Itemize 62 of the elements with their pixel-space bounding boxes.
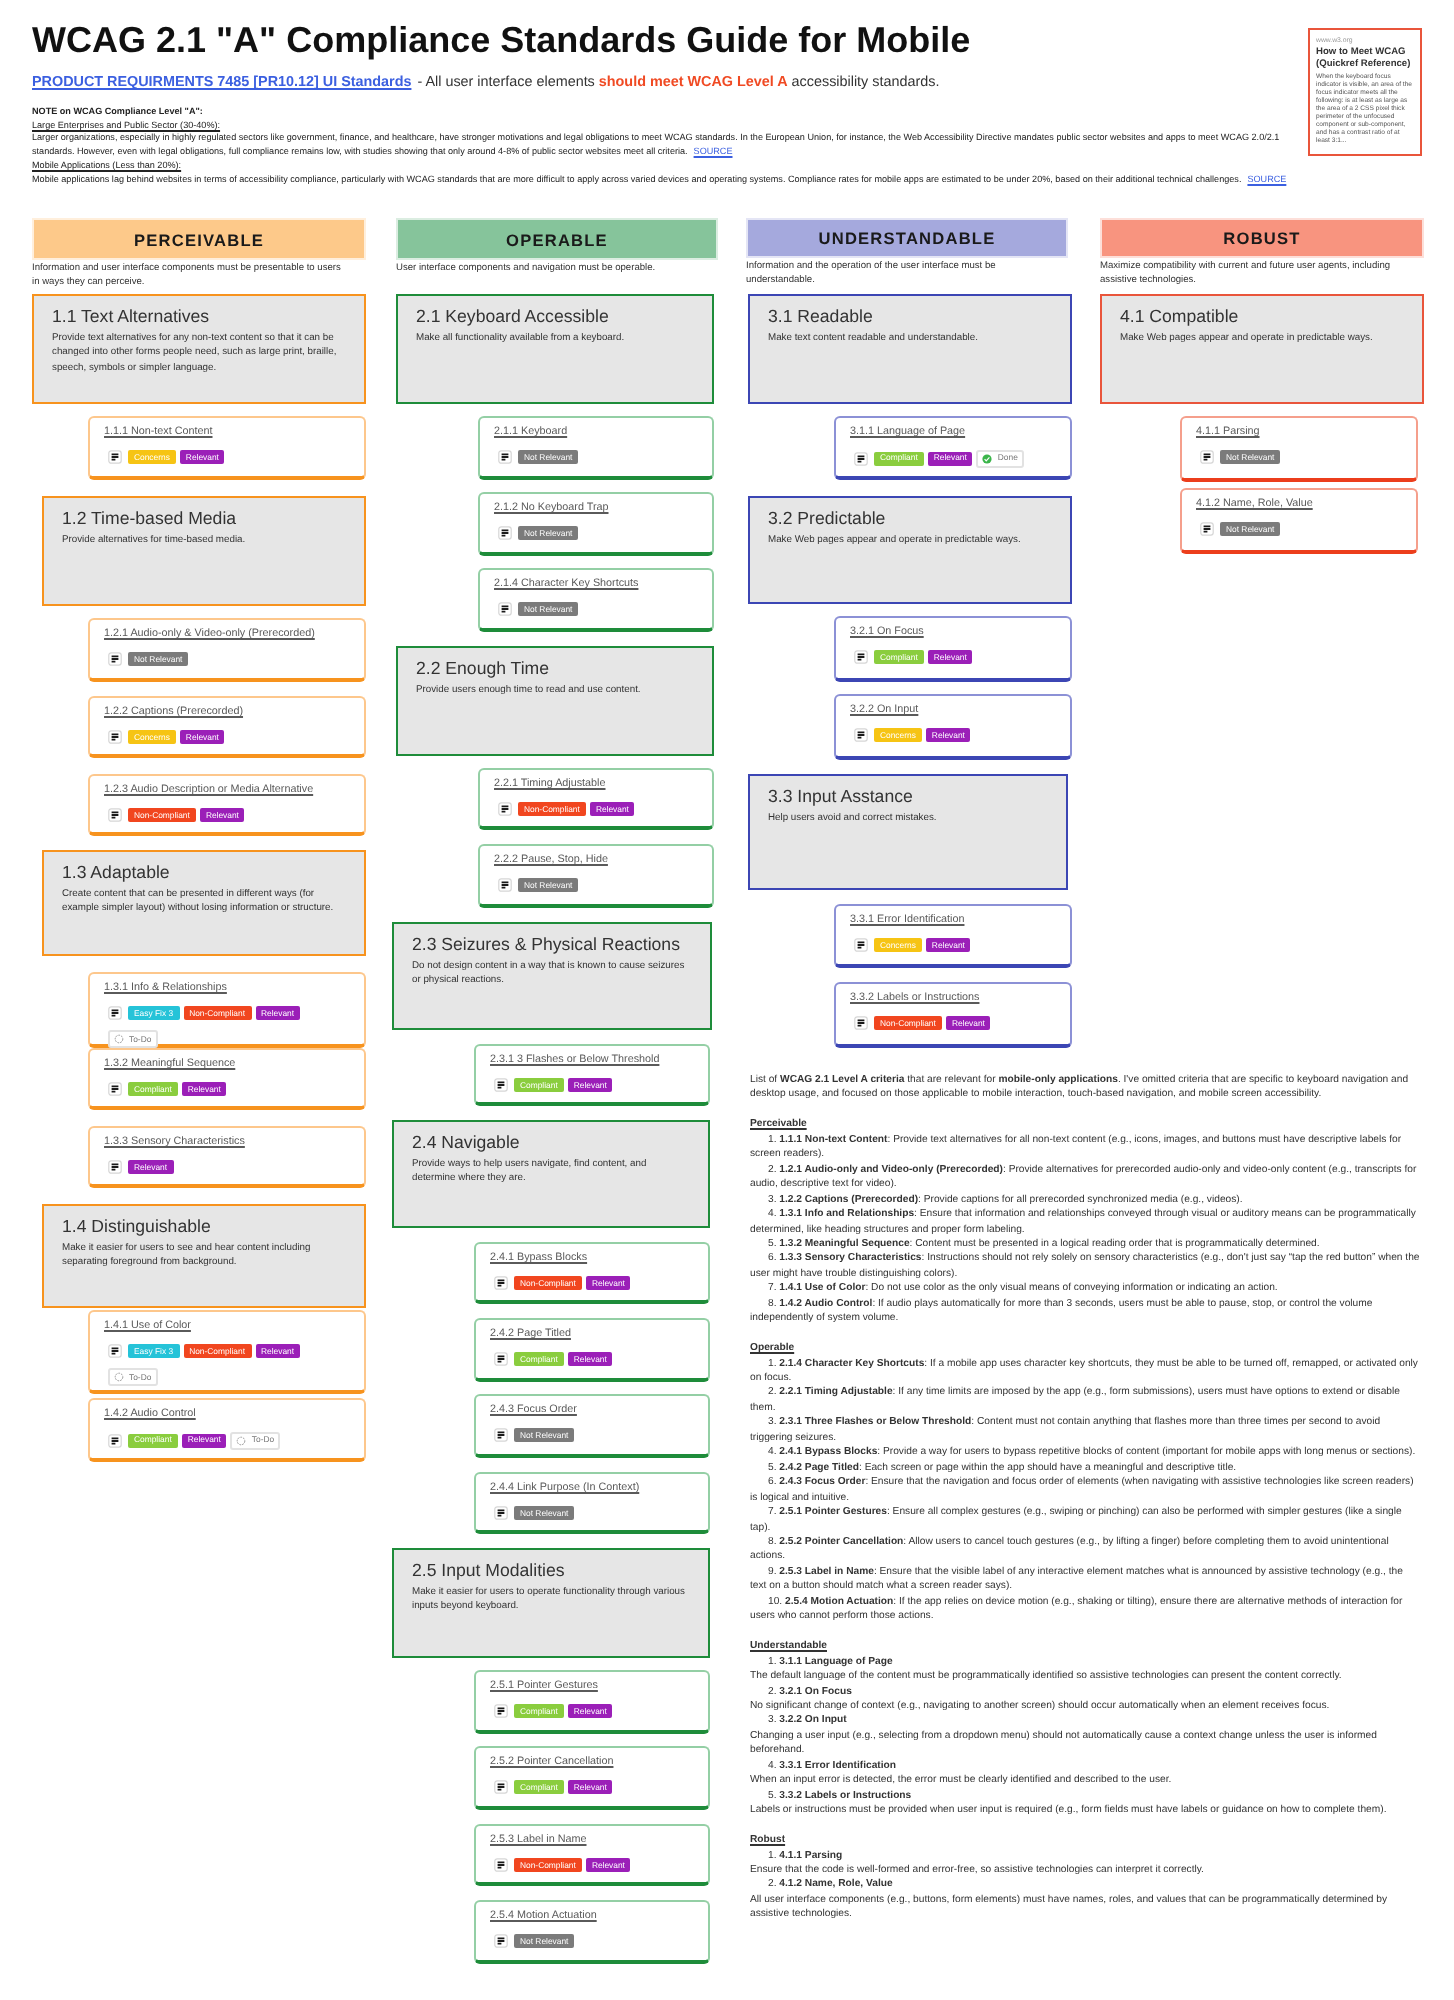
guideline-box	[392, 1548, 710, 1658]
criterion-card	[478, 768, 714, 830]
criterion-card	[834, 416, 1072, 480]
criterion-card	[834, 616, 1072, 682]
criterion-card	[88, 416, 366, 480]
guideline-title: 2.1 Keyboard Accessible	[416, 304, 609, 328]
criterion-card	[1180, 416, 1418, 482]
category-header: ROBUST	[1100, 218, 1424, 258]
criterion-card	[88, 1126, 366, 1188]
guideline-box	[1100, 294, 1424, 404]
criterion-card	[478, 568, 714, 632]
guideline-box	[396, 646, 714, 756]
criterion-card	[478, 492, 714, 556]
guideline-title: 3.1 Readable	[768, 304, 873, 328]
guideline-title: 1.3 Adaptable	[62, 860, 170, 884]
guideline-box	[392, 1120, 710, 1228]
category-header: PERCEIVABLE	[32, 218, 366, 260]
criterion-card	[474, 1824, 710, 1886]
category-header: OPERABLE	[396, 218, 718, 260]
guideline-box	[748, 774, 1068, 890]
criterion-card	[478, 416, 714, 480]
guideline-title: 4.1 Compatible	[1120, 304, 1239, 328]
guideline-box	[396, 294, 714, 404]
guideline-title: 3.3 Input Asstance	[768, 784, 913, 808]
guideline-box	[392, 922, 712, 1030]
guideline-title: 2.3 Seizures & Physical Reactions	[412, 932, 680, 956]
criterion-card	[88, 1398, 366, 1462]
criterion-card	[474, 1318, 710, 1382]
criterion-card	[478, 844, 714, 908]
page-title: WCAG 2.1 "A" Compliance Standards Guide for Mobile	[32, 18, 971, 62]
criterion-card	[88, 1048, 366, 1110]
guideline-box	[42, 1204, 366, 1308]
criterion-card	[88, 618, 366, 682]
guideline-box	[748, 294, 1072, 404]
guideline-title: 1.2 Time-based Media	[62, 506, 237, 530]
criterion-card	[474, 1900, 710, 1964]
guideline-box	[32, 294, 366, 404]
criterion-card	[834, 982, 1072, 1048]
criterion-card	[474, 1242, 710, 1304]
criterion-card	[88, 774, 366, 836]
guideline-title: 1.1 Text Alternatives	[52, 304, 210, 328]
criterion-card	[474, 1472, 710, 1534]
category-header: UNDERSTANDABLE	[746, 218, 1068, 258]
guideline-title: 2.2 Enough Time	[416, 656, 550, 680]
criterion-card	[474, 1044, 710, 1106]
criterion-card	[474, 1746, 710, 1810]
criterion-card	[88, 1310, 366, 1394]
criterion-card	[88, 972, 366, 1048]
guideline-title: 3.2 Predictable	[768, 506, 886, 530]
criterion-card	[474, 1670, 710, 1734]
guideline-title: 2.5 Input Modalities	[412, 1558, 565, 1582]
guideline-box	[748, 496, 1072, 604]
criterion-card	[88, 696, 366, 758]
guideline-box	[42, 496, 366, 606]
criterion-card	[1180, 488, 1418, 554]
criterion-card	[474, 1394, 710, 1458]
criterion-card	[834, 694, 1072, 760]
guideline-title: 1.4 Distinguishable	[62, 1214, 211, 1238]
criterion-card	[834, 904, 1072, 968]
guideline-title: 2.4 Navigable	[412, 1130, 520, 1154]
guideline-box	[42, 850, 366, 956]
link-preview-card	[1308, 28, 1422, 156]
